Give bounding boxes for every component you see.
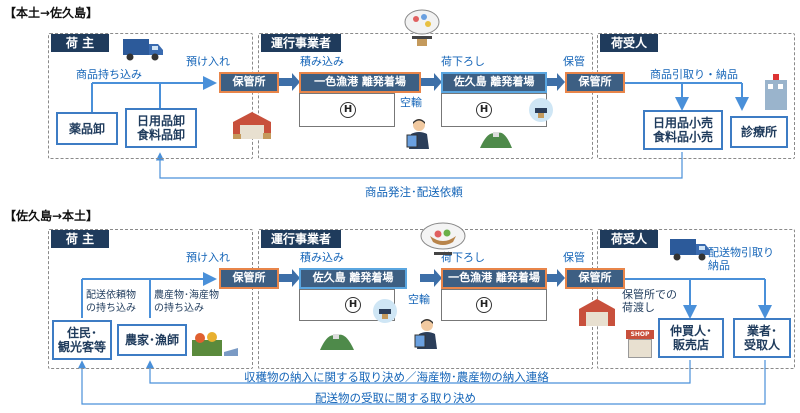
shop-sign: SHOP bbox=[626, 330, 654, 339]
top-heli-to: H bbox=[476, 102, 492, 118]
bottom-request-bring-label: 配送依頼物 の持ち込み bbox=[86, 290, 136, 314]
top-deposit-label: 預け入れ bbox=[186, 55, 230, 68]
top-bring-label: 商品持ち込み bbox=[76, 68, 142, 81]
bottom-main-arrows bbox=[278, 269, 565, 287]
bottom-produce-bring-label: 農産物･海産物 の持ち込み bbox=[154, 290, 219, 314]
top-section-title: 【本土→佐久島】 bbox=[4, 6, 99, 20]
bottom-shipper-header: 荷 主 bbox=[51, 230, 109, 248]
bottom-shipper-panel bbox=[48, 229, 253, 369]
top-order-label: 商品発注･配送依頼 bbox=[365, 185, 463, 199]
bottom-storage-label: 保管 bbox=[563, 251, 585, 264]
top-storage-label: 保管 bbox=[563, 55, 585, 68]
person-tablet-icon bbox=[406, 119, 429, 149]
bottom-heli-from: H bbox=[345, 297, 361, 313]
clinic-building-icon bbox=[765, 74, 787, 110]
bottom-receiver-header: 荷受人 bbox=[600, 230, 658, 248]
bottom-section-title: 【佐久島→本土】 bbox=[4, 209, 99, 223]
drone-small-icon-2 bbox=[373, 299, 397, 323]
bottom-shipper-flow bbox=[81, 272, 217, 318]
person-tablet-icon-2 bbox=[414, 319, 437, 349]
bottom-agreement-loops bbox=[77, 360, 766, 405]
top-receiver-flow bbox=[625, 82, 749, 111]
bottom-storage-1: 保管所 bbox=[219, 268, 279, 289]
bottom-heli-to: H bbox=[476, 297, 492, 313]
top-shipper-flow bbox=[91, 76, 217, 112]
warehouse-icon bbox=[233, 112, 271, 139]
top-storage-1: 保管所 bbox=[219, 72, 279, 93]
top-storage-2: 保管所 bbox=[565, 72, 625, 93]
farm-produce-icon bbox=[192, 332, 238, 356]
top-port-to: 佐久島 離発着場 bbox=[441, 72, 547, 93]
drone-parcel-icon bbox=[404, 9, 440, 46]
bottom-handover-label: 保管所での 荷渡し bbox=[622, 288, 677, 314]
bottom-port-to-pad bbox=[441, 289, 547, 321]
bottom-storage-2: 保管所 bbox=[565, 268, 625, 289]
bottom-receiver-flow bbox=[625, 278, 772, 319]
bottom-box-broker: 仲買人･ 販売店 bbox=[658, 318, 724, 358]
bottom-operator-header: 運行事業者 bbox=[261, 230, 341, 248]
top-receiver-header: 荷受人 bbox=[600, 34, 658, 52]
top-box-daily-wholesale: 日用品卸 食料品卸 bbox=[125, 108, 197, 148]
bottom-box-residents: 住民･ 観光客等 bbox=[52, 320, 112, 360]
top-airlift-label: 空輸 bbox=[400, 96, 422, 109]
bottom-box-business: 業者･ 受取人 bbox=[733, 318, 791, 358]
bottom-airlift-label: 空輸 bbox=[408, 293, 430, 306]
drone-basket-icon bbox=[420, 222, 466, 255]
bottom-deposit-label: 預け入れ bbox=[186, 251, 230, 264]
top-shipper-panel bbox=[48, 33, 253, 159]
bottom-load-label: 積み込み bbox=[300, 251, 344, 264]
island-icon-2 bbox=[320, 334, 354, 350]
bottom-agreement-label-2: 配送物の受取に関する取り決め bbox=[315, 391, 476, 405]
top-box-pharma: 薬品卸 bbox=[56, 112, 118, 145]
top-unload-label: 荷下ろし bbox=[441, 55, 485, 68]
bottom-port-to: 一色漁港 離発着場 bbox=[441, 268, 547, 289]
island-icon bbox=[480, 132, 512, 148]
bottom-delivery-pickup-label: 配送物引取り 納品 bbox=[708, 246, 774, 272]
top-receiver-panel bbox=[597, 33, 795, 159]
top-box-clinic: 診療所 bbox=[730, 116, 788, 148]
top-heli-from: H bbox=[340, 102, 356, 118]
top-load-label: 積み込み bbox=[300, 55, 344, 68]
bottom-box-farmers: 農家･漁師 bbox=[117, 324, 187, 356]
top-shipper-header: 荷 主 bbox=[51, 34, 109, 52]
warehouse-icon-2 bbox=[579, 299, 615, 326]
drone-small-icon bbox=[529, 98, 553, 122]
bottom-receiver-panel bbox=[597, 229, 795, 369]
top-order-loop bbox=[155, 152, 683, 179]
top-pickup-label: 商品引取り・納品 bbox=[650, 68, 738, 81]
bottom-agreement-label-1: 収穫物の納入に関する取り決め／海産物･農産物の納入連絡 bbox=[244, 370, 549, 384]
top-main-arrows bbox=[278, 73, 565, 91]
shop-icon: SHOP bbox=[626, 330, 654, 358]
top-port-from: 一色漁港 離発着場 bbox=[299, 72, 421, 93]
truck-icon bbox=[123, 39, 163, 61]
top-operator-header: 運行事業者 bbox=[261, 34, 341, 52]
bottom-port-from: 佐久島 離発着場 bbox=[299, 268, 407, 289]
truck-icon-2 bbox=[670, 239, 710, 261]
top-port-to-pad bbox=[441, 93, 547, 127]
top-box-daily-retail: 日用品小売 食料品小売 bbox=[643, 110, 723, 150]
